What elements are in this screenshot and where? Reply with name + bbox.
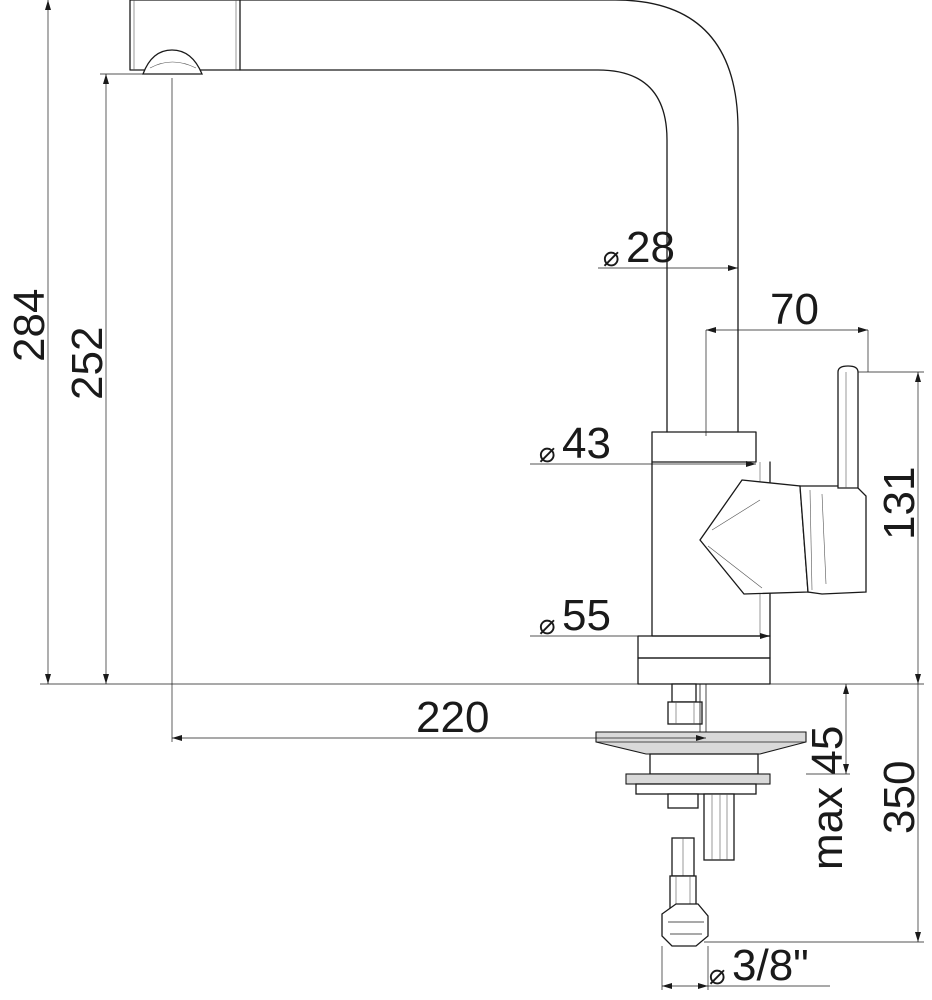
dim-body-lower-diameter: 55 <box>562 591 611 640</box>
dim-max-deck-thickness: max 45 <box>803 726 852 870</box>
dim-spout-height: 252 <box>63 327 112 400</box>
lever-housing <box>699 479 809 595</box>
washer <box>625 773 771 785</box>
lever-handle <box>837 365 859 489</box>
diameter-symbol-hose: ⌀ <box>708 958 725 991</box>
faucet-outline <box>129 0 867 947</box>
washer-lower <box>635 783 757 795</box>
diameter-symbol-28: ⌀ <box>602 240 619 273</box>
hose-fitting <box>661 903 709 947</box>
stud-rod <box>703 793 735 861</box>
diameter-symbol-55: ⌀ <box>538 608 555 641</box>
dim-body-upper-diameter: 43 <box>562 419 611 468</box>
dimension-lines <box>40 0 924 990</box>
dim-lever-offset: 70 <box>770 285 819 334</box>
shank-nut <box>671 683 697 703</box>
diameter-symbol-43: ⌀ <box>538 436 555 469</box>
dim-hose-length: 350 <box>875 761 924 834</box>
bracket-block <box>649 753 759 775</box>
mounting-plate <box>595 731 807 755</box>
dim-lever-height: 131 <box>875 467 924 540</box>
lever-base <box>799 485 867 595</box>
stud-nut <box>667 793 699 809</box>
dim-total-height: 284 <box>5 289 54 362</box>
dim-spout-reach: 220 <box>416 693 489 742</box>
dim-spout-diameter: 28 <box>626 223 675 272</box>
spout-inner <box>239 69 668 433</box>
base-ring-upper <box>637 635 771 659</box>
dimension-labels: 284 252 ⌀ 28 70 ⌀ 43 131 ⌀ 55 220 max 45… <box>5 223 924 991</box>
shank-hex <box>667 701 703 725</box>
dim-hose-connection: 3/8" <box>732 941 809 990</box>
base-ring-lower <box>637 657 771 685</box>
body-collar <box>651 431 757 463</box>
spout-outer <box>239 0 739 433</box>
